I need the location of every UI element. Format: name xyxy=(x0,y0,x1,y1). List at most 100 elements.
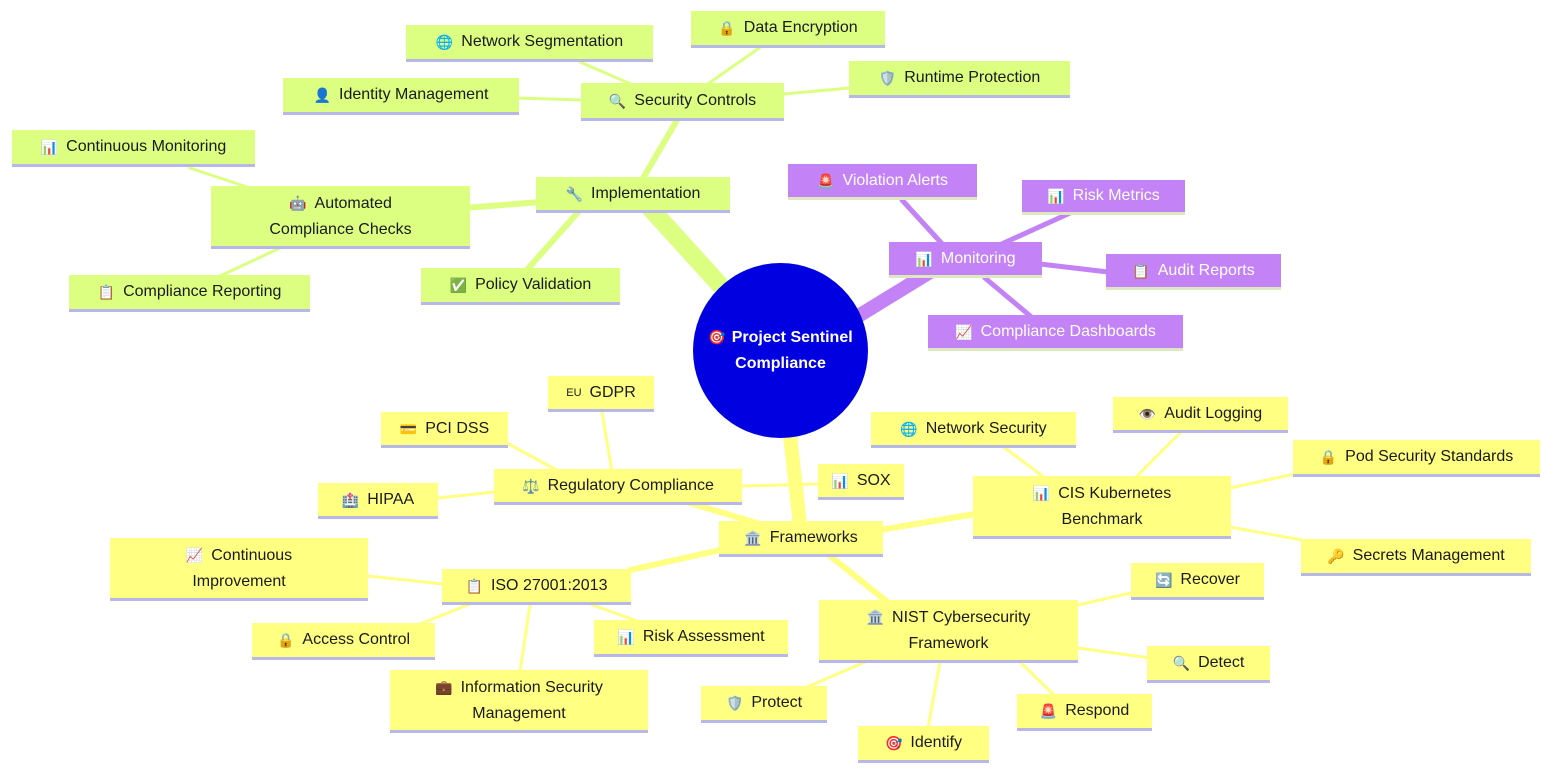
node-cis-kubernetes-benchmark[interactable]: 📊CIS Kubernetes Benchmark xyxy=(973,476,1231,539)
node-label: Compliance Reporting xyxy=(123,283,282,300)
eu-flag-icon: EU xyxy=(566,386,582,399)
shield-icon: 🛡️ xyxy=(878,70,897,86)
node-information-security-management[interactable]: 💼Information Security Management xyxy=(390,670,648,733)
node-frameworks[interactable]: 🏛️Frameworks xyxy=(719,521,883,557)
node-pod-security-standards[interactable]: 🔒Pod Security Standards xyxy=(1293,440,1540,477)
node-detect[interactable]: 🔍Detect xyxy=(1147,646,1270,683)
node-label: Respond xyxy=(1065,702,1130,719)
node-continuous-monitoring[interactable]: 📊 Continuous Monitoring xyxy=(12,130,255,167)
node-label: Network Security xyxy=(925,419,1047,437)
node-runtime-protection[interactable]: 🛡️ Runtime Protection xyxy=(849,61,1070,98)
node-secrets-management[interactable]: 🔑Secrets Management xyxy=(1301,539,1531,576)
node-regulatory-compliance[interactable]: ⚖️ Regulatory Compliance xyxy=(494,469,742,505)
node-data-encryption[interactable]: 🔒Data Encryption xyxy=(691,11,885,48)
node-protect[interactable]: 🛡️Protect xyxy=(701,686,827,723)
node-recover[interactable]: 🔄 Recover xyxy=(1131,563,1264,600)
node-label: ISO 27001:2013 xyxy=(490,576,608,594)
node-risk-assessment[interactable]: 📊Risk Assessment xyxy=(594,620,788,657)
node-label: Continuous Improvement xyxy=(192,546,293,590)
edge-regulatory-sox xyxy=(740,482,820,488)
node-label: Runtime Protection xyxy=(904,69,1041,86)
node-pci-dss[interactable]: 💳PCI DSS xyxy=(381,412,508,448)
edge-root-frameworks xyxy=(783,428,807,532)
edge-security-runtime-protection xyxy=(782,86,852,96)
eye-icon: 👁️ xyxy=(1138,405,1157,422)
lock-icon: 🔒 xyxy=(276,632,295,648)
node-identify[interactable]: 🎯Identify xyxy=(858,726,989,763)
target-icon: 🎯 xyxy=(708,329,726,345)
edge-regulatory-gdpr xyxy=(600,410,614,474)
edge-nist-identify xyxy=(926,660,942,730)
node-audit-logging[interactable]: 👁️ Audit Logging xyxy=(1113,397,1288,433)
node-nist-framework[interactable]: 🏛️NIST Cybersecurity Framework xyxy=(819,600,1078,663)
bar-chart-icon: 📊 xyxy=(1047,188,1065,204)
node-continuous-improvement[interactable]: 📈Continuous Improvement xyxy=(110,538,368,601)
node-monitoring[interactable]: 📊Monitoring xyxy=(889,242,1042,278)
node-label: Risk Assessment xyxy=(642,628,765,645)
node-label: Identity Management xyxy=(339,86,489,103)
edge-frameworks-nist xyxy=(827,553,893,607)
node-label: Audit Reports xyxy=(1157,261,1255,279)
node-label: Pod Security Standards xyxy=(1345,448,1514,465)
node-label: Access Control xyxy=(302,631,411,648)
siren-icon: 🚨 xyxy=(1039,703,1058,719)
node-identity-management[interactable]: 👤Identity Management xyxy=(283,78,519,115)
node-label: Recover xyxy=(1180,571,1240,588)
node-label: Compliance Dashboards xyxy=(980,322,1156,340)
edge-monitoring-violation-alerts xyxy=(899,197,948,250)
credit-card-icon: 💳 xyxy=(399,420,418,437)
node-label: Frameworks xyxy=(769,528,858,546)
node-label: Continuous Monitoring xyxy=(66,138,227,155)
node-compliance-dashboards[interactable]: 📈Compliance Dashboards xyxy=(928,315,1183,351)
node-risk-metrics[interactable]: 📊Risk Metrics xyxy=(1022,180,1185,215)
edge-cis-audit-logging xyxy=(1133,431,1182,480)
node-sox[interactable]: 📊SOX xyxy=(818,464,904,500)
node-label: Network Segmentation xyxy=(461,33,624,50)
scales-icon: ⚖️ xyxy=(522,477,540,494)
node-label: Protect xyxy=(751,694,803,711)
root-node-project-sentinel[interactable]: 🎯Project Sentinel Compliance xyxy=(693,263,868,438)
edge-implementation-policy-validation xyxy=(522,207,583,275)
wrench-icon: 🔧 xyxy=(565,185,584,202)
siren-icon: 🚨 xyxy=(817,172,835,189)
edge-automated-compliance-reporting xyxy=(218,246,282,278)
node-automated-compliance-checks[interactable]: 🤖Automated Compliance Checks xyxy=(211,186,470,249)
edge-automated-continuous-monitoring xyxy=(188,166,252,190)
edge-nist-detect xyxy=(1076,646,1152,660)
node-audit-reports[interactable]: 📋 Audit Reports xyxy=(1106,254,1281,290)
node-security-controls[interactable]: 🔍Security Controls xyxy=(581,83,784,121)
node-respond[interactable]: 🚨 Respond xyxy=(1017,694,1152,731)
globe-icon: 🌐 xyxy=(435,34,454,50)
edge-cis-pod-security xyxy=(1228,472,1297,490)
node-violation-alerts[interactable]: 🚨Violation Alerts xyxy=(788,164,977,200)
node-network-security[interactable]: 🌐 Network Security xyxy=(871,412,1076,448)
node-hipaa[interactable]: 🏥HIPAA xyxy=(318,483,438,519)
magnifier-icon: 🔍 xyxy=(608,92,627,109)
node-label: Implementation xyxy=(591,184,701,202)
edge-security-data-encryption xyxy=(703,44,764,88)
clipboard-icon: 📋 xyxy=(97,284,116,300)
refresh-icon: 🔄 xyxy=(1154,572,1173,588)
node-label: Regulatory Compliance xyxy=(547,476,714,494)
hospital-icon: 🏥 xyxy=(341,491,360,508)
edge-cis-secrets-management xyxy=(1228,525,1304,542)
node-network-segmentation[interactable]: 🌐 Network Segmentation xyxy=(406,25,653,62)
node-label: Information Security Management xyxy=(460,678,603,722)
edge-iso-information-security xyxy=(518,602,532,674)
node-label: Audit Logging xyxy=(1164,404,1263,422)
edge-implementation-automated-checks xyxy=(462,199,543,211)
globe-icon: 🌐 xyxy=(900,420,918,437)
checkmark-icon: ✅ xyxy=(449,277,468,293)
node-policy-validation[interactable]: ✅Policy Validation xyxy=(421,268,620,305)
node-compliance-reporting[interactable]: 📋 Compliance Reporting xyxy=(69,275,310,312)
target-icon: 🎯 xyxy=(884,735,903,751)
clipboard-icon: 📋 xyxy=(1132,262,1150,279)
node-access-control[interactable]: 🔒 Access Control xyxy=(252,623,435,660)
node-iso-27001[interactable]: 📋ISO 27001:2013 xyxy=(442,569,631,605)
bar-chart-icon: 📊 xyxy=(40,139,59,155)
node-implementation[interactable]: 🔧 Implementation xyxy=(536,177,730,213)
edge-iso-access-control xyxy=(413,602,472,628)
bar-chart-icon: 📊 xyxy=(1032,484,1051,501)
